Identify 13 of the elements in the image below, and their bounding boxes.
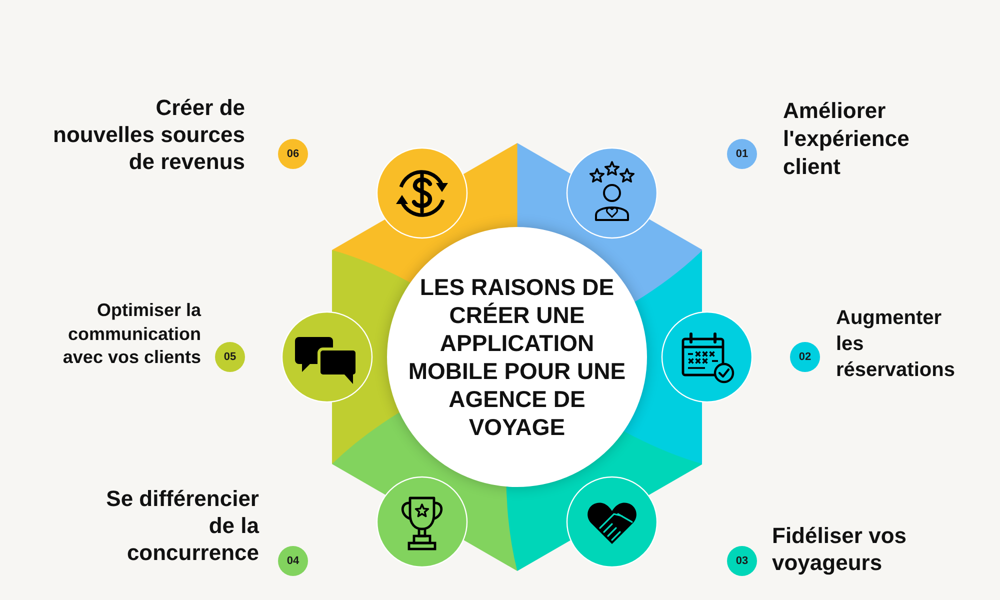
step-caption: Créer de nouvelles sources de revenus	[52, 94, 245, 175]
step-caption: Fidéliser vos voyageurs	[772, 522, 908, 576]
step-caption: Se différencier de la concurrence	[105, 485, 259, 566]
step-caption: Améliorer l'expérience client	[783, 97, 910, 181]
number-badge: 03	[727, 546, 757, 576]
number-badge: 05	[215, 342, 245, 372]
center-heading: LES RAISONS DE CRÉER UNE APPLICATION MOBILE POUR UNE AGENCE DE VOYAGE	[407, 273, 627, 441]
step-caption: Augmenter les réservations	[836, 306, 956, 383]
number-badge: 01	[727, 139, 757, 169]
number-badge: 06	[278, 139, 308, 169]
number-badge: 04	[278, 546, 308, 576]
number-badge: 02	[790, 342, 820, 372]
step-caption: Optimiser la communication avec vos clients	[62, 299, 201, 369]
